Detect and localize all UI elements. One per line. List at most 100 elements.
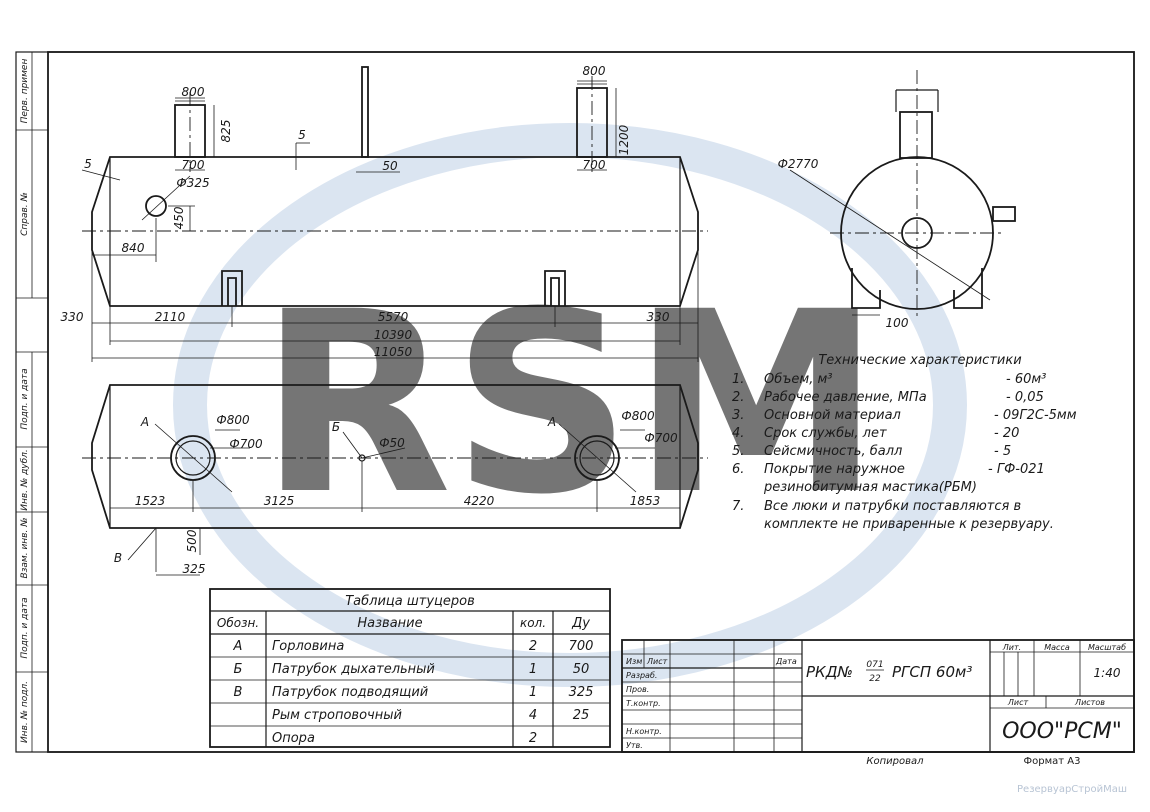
svg-text:3.: 3. [732, 408, 744, 423]
inlet-diameter: Ф325 [176, 176, 209, 190]
nozzle-table-row: Опора 2 [272, 731, 537, 746]
side-label-7: Инв. № подл. [20, 681, 30, 743]
end-offset: 100 [886, 316, 909, 330]
inlet-height: 450 [172, 206, 186, 229]
end-label: 5 [84, 157, 92, 171]
svg-text:Патрубок подводящий: Патрубок подводящий [272, 685, 428, 700]
svg-text:комплекте не приваренные к рез: комплекте не приваренные к резервуару. [764, 517, 1054, 532]
plan-label-a-left: А [140, 415, 149, 429]
dim-right: 330 [647, 310, 670, 324]
side-label-2: Справ. № [20, 192, 30, 236]
inlet-offset: 840 [122, 241, 145, 255]
svg-text:Все люки и патрубки поставляют: Все люки и патрубки поставляются в [764, 499, 1021, 514]
tb-scale-label: Масштаб [1088, 643, 1126, 652]
svg-text:- ГФ-021: - ГФ-021 [988, 462, 1045, 477]
plan-d700-left: Ф700 [229, 437, 263, 451]
spec-row-3: 3.Основной материал- 09Г2С-5мм [732, 408, 1077, 423]
tb-designation-suffix: РГСП 60м³ [892, 663, 972, 681]
tb-sheet-label: Лист [1007, 698, 1029, 707]
tb-label-tkontr: Т.контр. [626, 699, 661, 708]
svg-text:Срок службы, лет: Срок службы, лет [764, 426, 887, 441]
spec-row-1: 1.Объем, м³- 60м³ [732, 372, 1046, 387]
nozzle-a-inner: 700 [182, 158, 205, 172]
spec-row-6b: резинобитумная мастика(РБМ) [763, 480, 977, 495]
svg-text:1.: 1. [732, 372, 744, 387]
plan-v-width: 325 [183, 562, 206, 576]
tb-label-nkontr: Н.контр. [626, 727, 662, 736]
tb-label-list: Лист [646, 657, 668, 666]
side-label-5: Взам. инв. № [20, 517, 30, 578]
nozzle-table-header-1: Обозн. [217, 616, 259, 630]
nozzle-table-row: Рым строповочный 4 25 [272, 708, 589, 723]
nozzle-table-header-4: Ду [571, 616, 590, 631]
spec-row-6: 6. Покрытие наружное - ГФ-021 [732, 462, 1045, 477]
svg-text:- 20: - 20 [994, 426, 1019, 441]
svg-text:резинобитумная мастика(РБМ): резинобитумная мастика(РБМ) [763, 480, 977, 495]
tb-mass-label: Масса [1044, 643, 1070, 652]
plan-v-height: 500 [185, 529, 199, 552]
plan-d700-right: Ф700 [644, 431, 678, 445]
tb-format-label: Формат А3 [1024, 756, 1081, 767]
nozzle-table-title: Таблица штуцеров [345, 594, 475, 609]
svg-text:2: 2 [529, 731, 537, 746]
plan-dim-2: 3125 [264, 494, 295, 508]
spec-row-4: 4.Срок службы, лет- 20 [732, 426, 1019, 441]
svg-text:6.: 6. [732, 462, 744, 477]
pipe-offset: 5 [298, 128, 306, 142]
tb-label-data: Дата [775, 657, 797, 666]
plan-d800-left: Ф800 [216, 413, 250, 427]
svg-text:2: 2 [529, 639, 537, 654]
svg-text:700: 700 [569, 639, 594, 654]
plan-dim-4: 1853 [630, 494, 661, 508]
nozzle-table-header-3: кол. [520, 616, 546, 630]
nozzle-a-height: 825 [219, 120, 233, 143]
svg-text:- 5: - 5 [994, 444, 1011, 459]
nozzle-b-inner: 700 [583, 158, 606, 172]
spec-row-5: 5.Сейсмичность, балл- 5 [732, 444, 1011, 459]
pipe-gap: 50 [382, 159, 398, 173]
spec-row-7: 7. Все люки и патрубки поставляются в [732, 499, 1021, 514]
side-label-4: Инв. № дубл. [20, 449, 30, 511]
plan-d50: Ф50 [379, 436, 405, 450]
svg-text:2.: 2. [732, 390, 744, 405]
tb-designation-num: 071 [866, 660, 883, 670]
svg-text:Сейсмичность, балл: Сейсмичность, балл [764, 444, 902, 459]
specs-title: Технические характеристики [818, 353, 1021, 368]
tb-designation-den: 22 [869, 674, 881, 684]
plan-d800-right: Ф800 [621, 409, 655, 423]
svg-text:50: 50 [573, 662, 590, 677]
spec-row-7b: комплекте не приваренные к резервуару. [764, 517, 1054, 532]
svg-text:Покрытие наружное: Покрытие наружное [764, 462, 905, 477]
nozzle-b-height: 1200 [617, 124, 631, 155]
svg-text:Патрубок дыхательный: Патрубок дыхательный [272, 662, 435, 677]
nozzle-table-row: В Патрубок подводящий 1 325 [234, 685, 594, 700]
nozzle-b-width: 800 [583, 64, 606, 78]
svg-text:1: 1 [529, 662, 537, 677]
nozzle-table-row: Б Патрубок дыхательный 1 50 [234, 662, 590, 677]
svg-text:325: 325 [569, 685, 594, 700]
tb-label-razrab: Разраб. [626, 671, 657, 680]
tb-label-utv: Утв. [626, 741, 643, 750]
plan-dim-1: 1523 [135, 494, 166, 508]
side-label-3: Подп. и дата [20, 368, 30, 429]
svg-text:- 0,05: - 0,05 [1006, 390, 1044, 405]
plan-dim-3: 4220 [464, 494, 495, 508]
svg-text:Основной материал: Основной материал [764, 408, 901, 423]
watermark-footer: РезервуарСтройМаш [1017, 784, 1127, 795]
svg-text:А: А [233, 639, 243, 654]
svg-text:25: 25 [573, 708, 590, 723]
plan-label-b: Б [332, 420, 340, 434]
nozzle-table: Таблица штуцеров Обозн. Название кол. Ду… [209, 588, 611, 748]
tb-designation-prefix: РКД№ [806, 663, 853, 681]
nozzle-table-row: А Горловина 2 700 [233, 639, 594, 654]
tb-label-izm: Изм [626, 657, 642, 666]
plan-label-a-right: А [547, 415, 556, 429]
tb-label-prov: Пров. [626, 685, 649, 694]
dim-support-span: 5570 [378, 310, 409, 324]
tb-lit-label: Лит. [1002, 643, 1021, 652]
svg-text:7.: 7. [732, 499, 744, 514]
svg-text:Опора: Опора [272, 731, 315, 746]
side-label-1: Перв. примен [20, 59, 30, 124]
svg-text:В: В [234, 685, 243, 700]
